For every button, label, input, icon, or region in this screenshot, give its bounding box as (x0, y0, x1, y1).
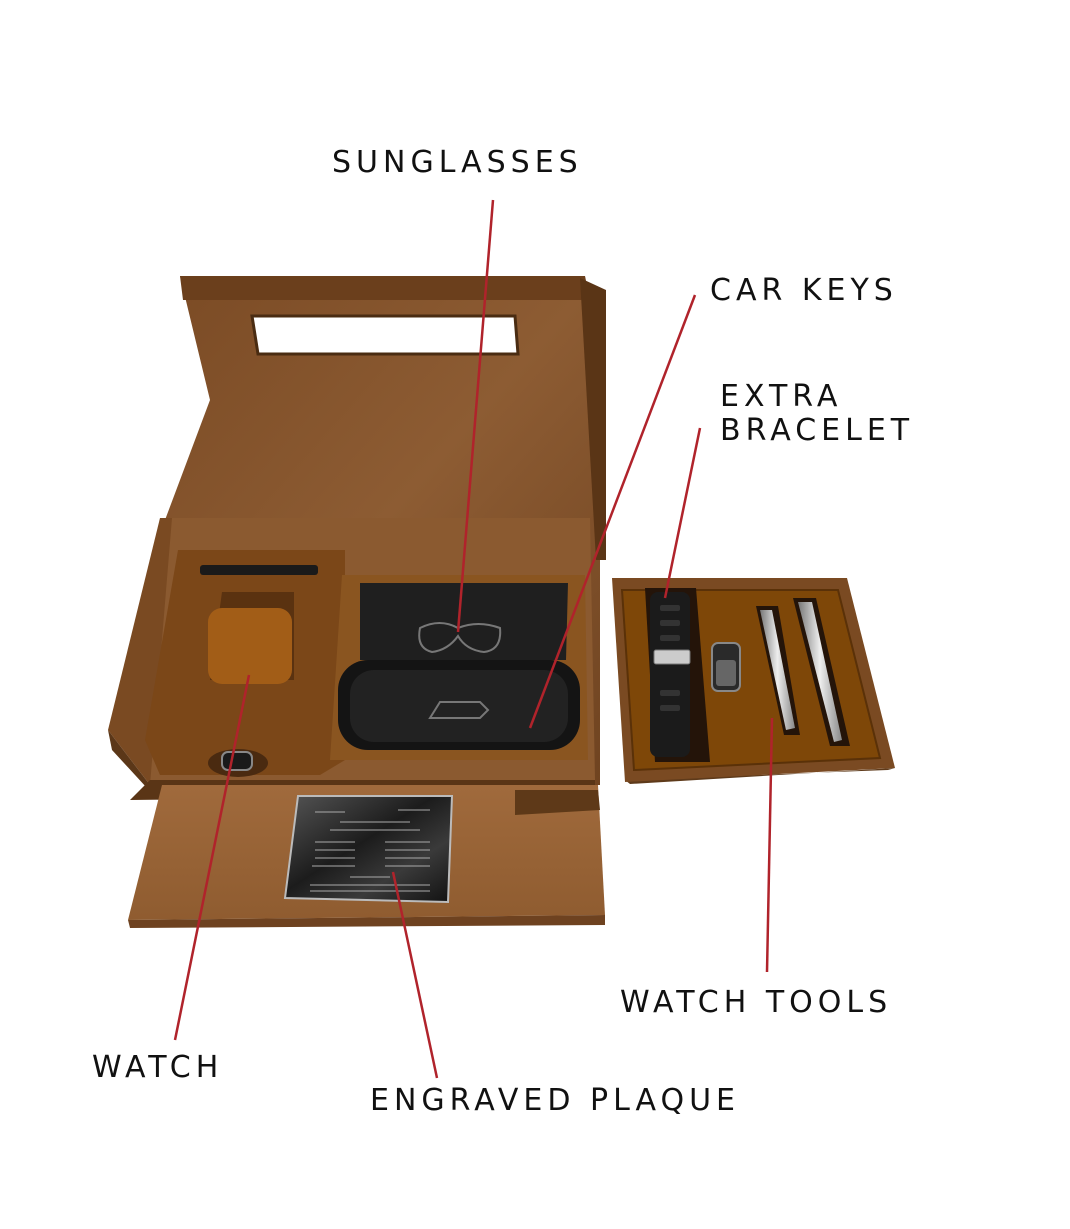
flap-edge (128, 915, 605, 928)
label-engraved-plaque: ENGRAVED PLAQUE (370, 1084, 740, 1118)
bracelet-buckle (653, 649, 691, 665)
lid-handle-cutout (250, 314, 520, 356)
label-watch: WATCH (92, 1051, 223, 1085)
leader-sunglasses (456, 199, 495, 633)
car-key-outline (428, 701, 490, 719)
sunglasses-felt (360, 583, 568, 660)
flap-right-edge (515, 790, 600, 815)
tray-side (625, 768, 895, 784)
leader-car-keys (528, 294, 697, 729)
label-sunglasses-text: SUNGLASSES (332, 145, 583, 180)
bottle-cap (716, 660, 736, 686)
box-left-wall (108, 518, 172, 785)
leader-engraved-plaque (391, 871, 439, 1079)
plaque-engraving (310, 809, 430, 892)
label-extra-bracelet: EXTRA BRACELET (720, 380, 914, 448)
main-box (108, 276, 606, 928)
extra-bracelet (650, 592, 690, 757)
lid-side-edge (580, 278, 606, 560)
watch-cushion (208, 608, 292, 684)
lid-top-edge (180, 276, 590, 300)
accessory-tray (612, 578, 895, 784)
car-key-felt (350, 670, 568, 742)
leader-watch-tools (765, 717, 774, 973)
watch-crown (221, 751, 253, 771)
bracelet-holes (660, 605, 680, 711)
engraved-plaque (283, 795, 454, 904)
label-engraved-plaque-text: ENGRAVED PLAQUE (370, 1083, 741, 1118)
watch-tool-screwdriver (760, 610, 795, 730)
label-extra-bracelet-line1: EXTRA (720, 379, 843, 414)
watch-tool-tweezers (798, 602, 842, 742)
label-watch-tools: WATCH TOOLS (620, 986, 892, 1020)
box-left-outer (108, 730, 158, 800)
label-extra-bracelet-line2: BRACELET (720, 413, 915, 448)
label-car-keys: CAR KEYS (710, 274, 898, 308)
label-watch-text: WATCH (92, 1050, 224, 1085)
leader-watch (173, 674, 251, 1041)
label-car-keys-text: CAR KEYS (710, 273, 898, 308)
watch-slot-top (200, 565, 318, 575)
label-watch-tools-text: WATCH TOOLS (620, 985, 893, 1020)
leader-extra-bracelet (663, 427, 702, 599)
label-sunglasses: SUNGLASSES (332, 146, 583, 180)
leader-lines (173, 199, 774, 1079)
